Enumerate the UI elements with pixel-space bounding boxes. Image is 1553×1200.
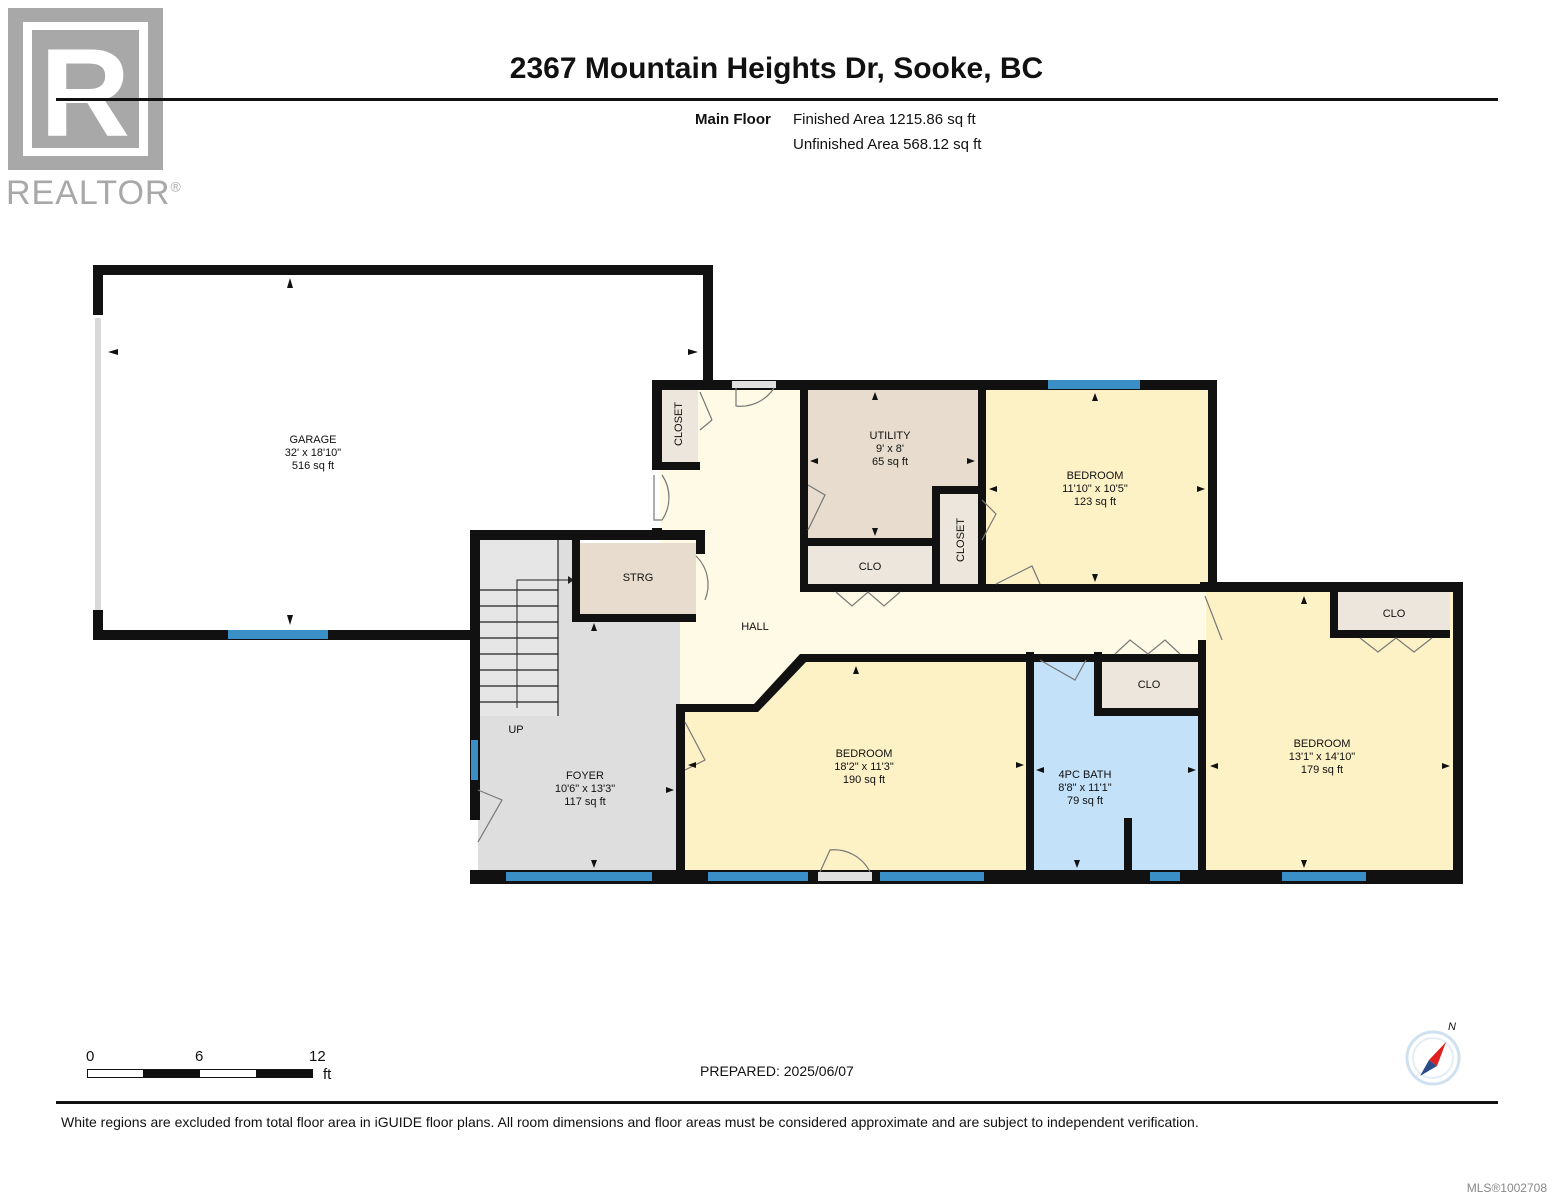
bedroom-s-dims: 18'2" x 11'3" <box>834 761 894 773</box>
stairs <box>478 540 574 716</box>
utility-name: UTILITY <box>870 430 912 442</box>
stairs-label: UP <box>508 724 523 736</box>
bedroom-ne-name: BEDROOM <box>1067 470 1124 482</box>
clo-bedroom-fill <box>1338 592 1450 632</box>
bath-name: 4PC BATH <box>1059 769 1112 781</box>
realtor-logo: R REALTOR® <box>6 8 183 212</box>
bath-area: 79 sq ft <box>1067 795 1103 807</box>
scale-bar <box>87 1069 313 1078</box>
logo-text: REALTOR <box>6 174 171 212</box>
bedroom-ne-dims: 11'10" x 10'5" <box>1062 483 1128 495</box>
bedroom-s-name: BEDROOM <box>836 748 893 760</box>
scale-label-0: 0 <box>86 1048 95 1065</box>
bedroom-s-fill <box>684 662 1028 874</box>
bedroom-e-name: BEDROOM <box>1294 738 1351 750</box>
clo-bath-name: CLO <box>1138 679 1161 691</box>
bedroom-ne-fill <box>985 388 1209 584</box>
mls-number: MLS®1002708 <box>1466 1181 1547 1195</box>
windows <box>95 318 1366 881</box>
disclaimer: White regions are excluded from total fl… <box>61 1114 1199 1130</box>
bedroom-ne-area: 123 sq ft <box>1074 496 1116 508</box>
hall-fill <box>660 386 1205 705</box>
strg-name: STRG <box>623 572 654 584</box>
foyer-name: FOYER <box>566 770 604 782</box>
compass-icon <box>1405 1030 1461 1086</box>
clo-bedroom-name: CLO <box>1383 608 1406 620</box>
clo-bath-fill <box>1100 660 1198 710</box>
foyer-area: 117 sq ft <box>564 796 605 808</box>
scale-unit: ft <box>323 1066 332 1083</box>
strg-fill <box>580 543 696 615</box>
floor-plan: GARAGE 32' x 18'10" 516 sq ft UTILITY 9'… <box>93 265 1463 884</box>
closet-nw-fill <box>660 386 698 462</box>
realtor-logo-icon: R <box>8 8 163 170</box>
floor-name: Main Floor <box>695 111 771 128</box>
bath-dims: 8'8" x 11'1" <box>1058 782 1111 794</box>
garage-name: GARAGE <box>289 434 336 446</box>
dimension-arrows <box>108 278 1450 868</box>
prepared-date: PREPARED: 2025/06/07 <box>700 1063 854 1079</box>
garage-dims: 32' x 18'10" <box>285 447 342 459</box>
clo-utility-fill <box>806 546 932 584</box>
hall-name: HALL <box>741 621 769 633</box>
doors <box>477 381 1433 881</box>
scale-label-6: 6 <box>195 1048 204 1065</box>
logo-registered: ® <box>170 178 182 195</box>
compass-north-label: N <box>1448 1021 1456 1033</box>
closet-nw-name: CLOSET <box>673 402 685 446</box>
utility-dims: 9' x 8' <box>876 443 904 455</box>
page-title: 2367 Mountain Heights Dr, Sooke, BC <box>509 52 1044 85</box>
closet-mid-fill <box>939 492 979 584</box>
garage-area: 516 sq ft <box>292 460 334 472</box>
bedroom-s-area: 190 sq ft <box>843 774 885 786</box>
footer-divider <box>56 1101 1498 1104</box>
foyer-dims: 10'6" x 13'3" <box>555 783 615 795</box>
compass: N <box>1404 1020 1464 1086</box>
clo-utility-name: CLO <box>859 561 882 573</box>
utility-area: 65 sq ft <box>872 456 908 468</box>
closet-mid-name: CLOSET <box>955 518 967 562</box>
finished-area: Finished Area 1215.86 sq ft <box>793 111 976 128</box>
scale-label-12: 12 <box>309 1048 326 1065</box>
bedroom-e-dims: 13'1" x 14'10" <box>1289 751 1356 763</box>
header-divider <box>56 98 1498 101</box>
bedroom-e-area: 179 sq ft <box>1301 764 1343 776</box>
unfinished-area: Unfinished Area 568.12 sq ft <box>793 136 982 153</box>
logo-letter: R <box>40 24 130 163</box>
